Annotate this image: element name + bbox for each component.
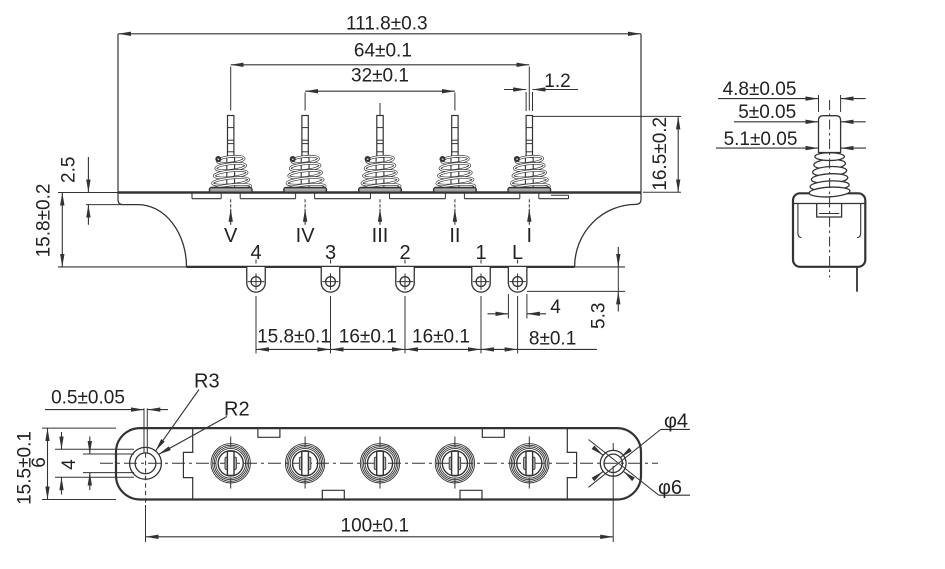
svg-text:16.5±0.2: 16.5±0.2 (650, 117, 671, 191)
svg-text:φ6: φ6 (658, 477, 682, 499)
svg-text:100±0.1: 100±0.1 (341, 516, 410, 537)
svg-text:15.5±0.1: 15.5±0.1 (15, 431, 36, 505)
svg-text:32±0.1: 32±0.1 (351, 66, 409, 87)
svg-text:1: 1 (475, 242, 486, 264)
svg-text:IV: IV (296, 225, 316, 247)
svg-text:111.8±0.3: 111.8±0.3 (346, 14, 428, 35)
svg-text:5±0.05: 5±0.05 (738, 102, 796, 123)
svg-text:4: 4 (550, 297, 561, 318)
svg-text:4.8±0.05: 4.8±0.05 (723, 79, 797, 100)
svg-text:15.8±0.1: 15.8±0.1 (257, 326, 331, 347)
svg-text:R2: R2 (224, 399, 250, 421)
svg-text:15.8±0.2: 15.8±0.2 (34, 184, 55, 258)
svg-text:4: 4 (59, 459, 80, 470)
svg-text:R3: R3 (194, 371, 220, 393)
svg-text:φ4: φ4 (664, 411, 688, 433)
svg-text:0.5±0.05: 0.5±0.05 (51, 387, 125, 408)
svg-text:1.2: 1.2 (544, 71, 570, 92)
svg-text:V: V (224, 225, 238, 247)
svg-text:64±0.1: 64±0.1 (354, 40, 412, 61)
svg-text:II: II (449, 225, 460, 247)
svg-text:5.1±0.05: 5.1±0.05 (724, 129, 798, 150)
svg-text:I: I (527, 225, 533, 247)
svg-text:5.3: 5.3 (588, 303, 609, 329)
svg-text:L: L (512, 242, 523, 264)
svg-text:8±0.1: 8±0.1 (529, 329, 576, 350)
svg-text:III: III (372, 225, 389, 247)
svg-text:4: 4 (250, 242, 261, 264)
svg-text:16±0.1: 16±0.1 (412, 326, 470, 347)
svg-text:6: 6 (29, 457, 50, 468)
svg-text:16±0.1: 16±0.1 (339, 326, 397, 347)
svg-text:2.5: 2.5 (59, 157, 80, 183)
svg-text:2: 2 (399, 242, 410, 264)
svg-text:3: 3 (325, 242, 336, 264)
